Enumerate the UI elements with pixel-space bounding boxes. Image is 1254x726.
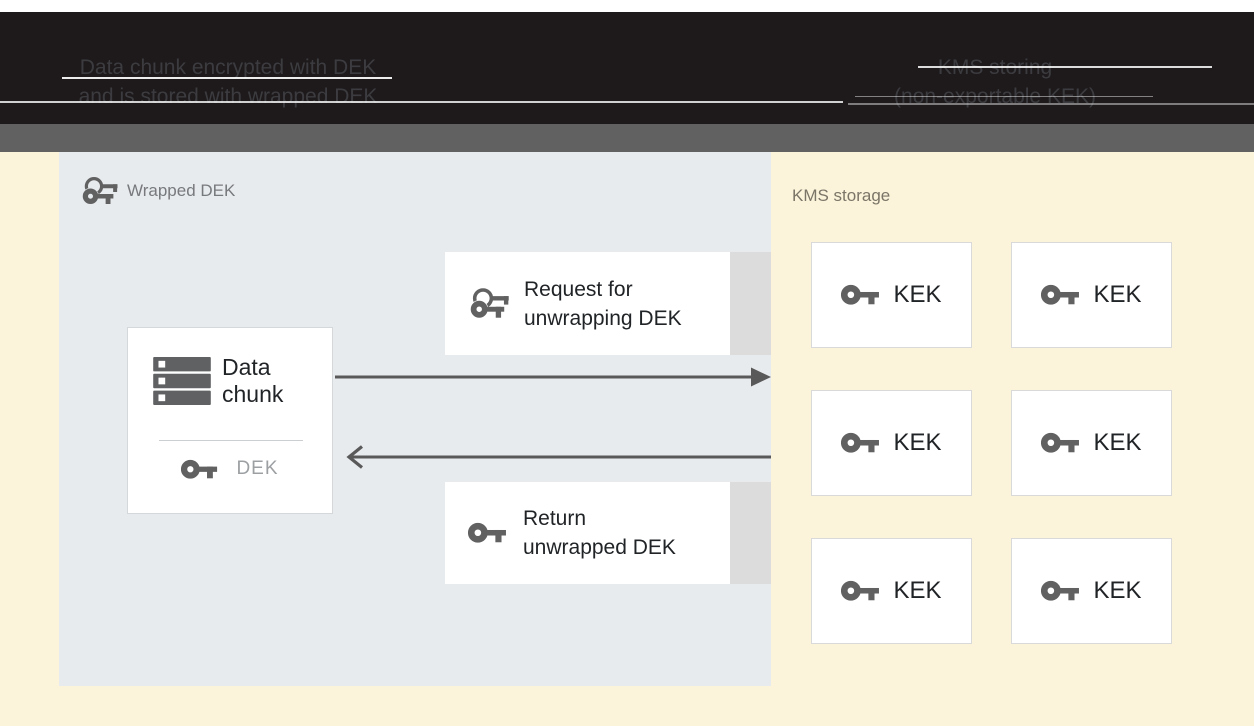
left-caption-line1: Data chunk encrypted with DEK [79, 56, 377, 79]
diagram-canvas: Wrapped DEK Data chunk DEK [0, 152, 1254, 726]
kek-box: KEK [811, 538, 972, 644]
kek-box: KEK [1011, 390, 1172, 496]
data-chunk-row: Data chunk [153, 354, 283, 408]
wrapped-key-icon [468, 287, 509, 320]
return-label-line2: unwrapped DEK [523, 536, 676, 559]
request-arrow-right [335, 367, 771, 387]
key-icon [841, 580, 881, 602]
kek-box: KEK [1011, 538, 1172, 644]
request-unwrap-label: Request for unwrapping DEK [524, 275, 682, 333]
data-chunk-title: Data chunk [222, 354, 283, 408]
data-chunk-divider [159, 440, 303, 441]
kek-label: KEK [893, 577, 942, 604]
kek-box: KEK [811, 242, 972, 348]
wrapped-dek-label-text: Wrapped DEK [127, 181, 236, 200]
kek-label: KEK [893, 429, 942, 456]
return-unwrapped-box: Return unwrapped DEK [445, 482, 730, 584]
glitch-line [0, 101, 843, 103]
key-icon [468, 522, 508, 544]
return-arrow-left [346, 445, 771, 469]
kek-label: KEK [1093, 281, 1142, 308]
return-unwrapped-label: Return unwrapped DEK [523, 504, 676, 562]
key-icon [841, 432, 881, 454]
dek-row: DEK [128, 458, 332, 480]
kek-box: KEK [811, 390, 972, 496]
request-label-line2: unwrapping DEK [524, 306, 682, 330]
kek-grid: KEK KEK KEK KEK KEK KEK [811, 242, 1172, 644]
glitch-line [855, 96, 1153, 97]
kms-storage-label: KMS storage [792, 186, 891, 205]
data-chunk-title-line1: Data [222, 354, 271, 380]
kek-label: KEK [893, 281, 942, 308]
wrapped-dek-label: Wrapped DEK [80, 176, 235, 206]
kek-label: KEK [1093, 429, 1142, 456]
key-icon [1041, 284, 1081, 306]
return-box-extension [730, 482, 771, 584]
key-icon [1041, 432, 1081, 454]
key-icon [841, 284, 881, 306]
wrapped-key-icon [80, 176, 118, 206]
right-caption-line2: (non-exportable KEK) [894, 85, 1096, 108]
kek-box: KEK [1011, 242, 1172, 348]
key-icon [1041, 580, 1081, 602]
divider-bar [0, 124, 1254, 152]
glitch-line [62, 77, 392, 79]
left-caption-line2: and is stored with wrapped DEK [78, 85, 378, 108]
glitch-line [918, 66, 1212, 68]
glitch-line [848, 103, 1254, 105]
header-banner: Data chunk encrypted with DEK and is sto… [0, 12, 1254, 124]
return-label-line1: Return [523, 507, 587, 530]
request-box-extension [730, 252, 771, 355]
kek-label: KEK [1093, 577, 1142, 604]
dek-label: DEK [236, 458, 279, 479]
storage-stack-icon [153, 357, 211, 405]
data-chunk-box: Data chunk DEK [127, 327, 333, 514]
data-chunk-title-line2: chunk [222, 381, 284, 407]
key-icon [181, 459, 219, 480]
wrapped-dek-panel: Wrapped DEK Data chunk DEK [59, 152, 771, 686]
request-unwrap-box: Request for unwrapping DEK [445, 252, 730, 355]
request-label-line1: Request for [524, 277, 633, 301]
